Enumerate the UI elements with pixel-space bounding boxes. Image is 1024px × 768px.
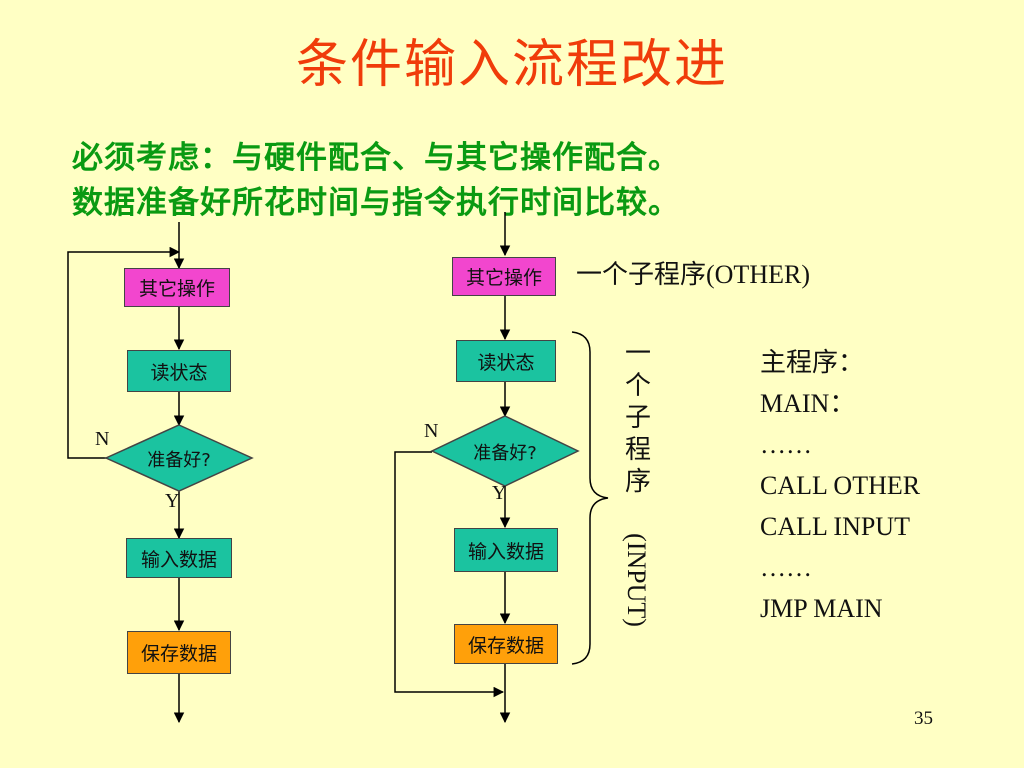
right-input-data-box: 输入数据 bbox=[454, 528, 558, 572]
main-program-line: MAIN： bbox=[760, 389, 856, 418]
note-line-1: 必须考虑：与硬件配合、与其它操作配合。 bbox=[72, 140, 680, 176]
left-loop-no bbox=[67, 246, 181, 459]
right-other-op-box: 其它操作 bbox=[452, 257, 556, 296]
left-yes-label: Y bbox=[165, 490, 180, 512]
main-program-heading: 主程序： bbox=[760, 348, 865, 377]
left-other-op-box: 其它操作 bbox=[124, 268, 230, 307]
left-save-data-box: 保存数据 bbox=[127, 631, 231, 674]
page-number: 35 bbox=[914, 708, 933, 729]
right-loop-no bbox=[394, 451, 505, 698]
left-ready-label: 准备好? bbox=[147, 450, 211, 471]
subroutine-input-char-5: 序 bbox=[624, 467, 651, 496]
left-ready-diamond bbox=[104, 424, 254, 492]
subroutine-other-label: 一个子程序(OTHER) bbox=[576, 260, 810, 289]
right-ready-diamond bbox=[430, 415, 580, 487]
main-program-listing: 主程序： MAIN： …… CALL OTHER CALL INPUT …… J… bbox=[760, 342, 920, 629]
main-program-line: CALL OTHER bbox=[760, 471, 921, 500]
right-no-label: N bbox=[424, 420, 439, 442]
note-line-2: 数据准备好所花时间与指令执行时间比较。 bbox=[72, 185, 680, 221]
main-program-line: …… bbox=[760, 430, 812, 459]
subroutine-input-char-1: 一 bbox=[624, 339, 651, 368]
right-read-status-box: 读状态 bbox=[456, 340, 556, 382]
subroutine-input-char-2: 个 bbox=[624, 371, 651, 400]
input-subroutine-brace bbox=[571, 331, 609, 665]
subroutine-input-char-4: 程 bbox=[624, 435, 651, 464]
main-program-line: …… bbox=[760, 553, 812, 582]
left-input-data-box: 输入数据 bbox=[126, 538, 232, 578]
subroutine-input-char-3: 子 bbox=[624, 403, 651, 432]
right-ready-label: 准备好? bbox=[473, 443, 537, 464]
right-save-data-box: 保存数据 bbox=[454, 624, 558, 664]
main-program-line: JMP MAIN bbox=[760, 594, 883, 623]
subroutine-input-name: (INPUT) bbox=[622, 533, 651, 627]
left-read-status-box: 读状态 bbox=[127, 350, 231, 392]
right-yes-label: Y bbox=[492, 482, 507, 504]
subroutine-input-label: 一 个 子 程 序 bbox=[618, 338, 658, 498]
main-program-line: CALL INPUT bbox=[760, 512, 910, 541]
left-no-label: N bbox=[95, 428, 110, 450]
page-title: 条件输入流程改进 bbox=[295, 35, 728, 95]
